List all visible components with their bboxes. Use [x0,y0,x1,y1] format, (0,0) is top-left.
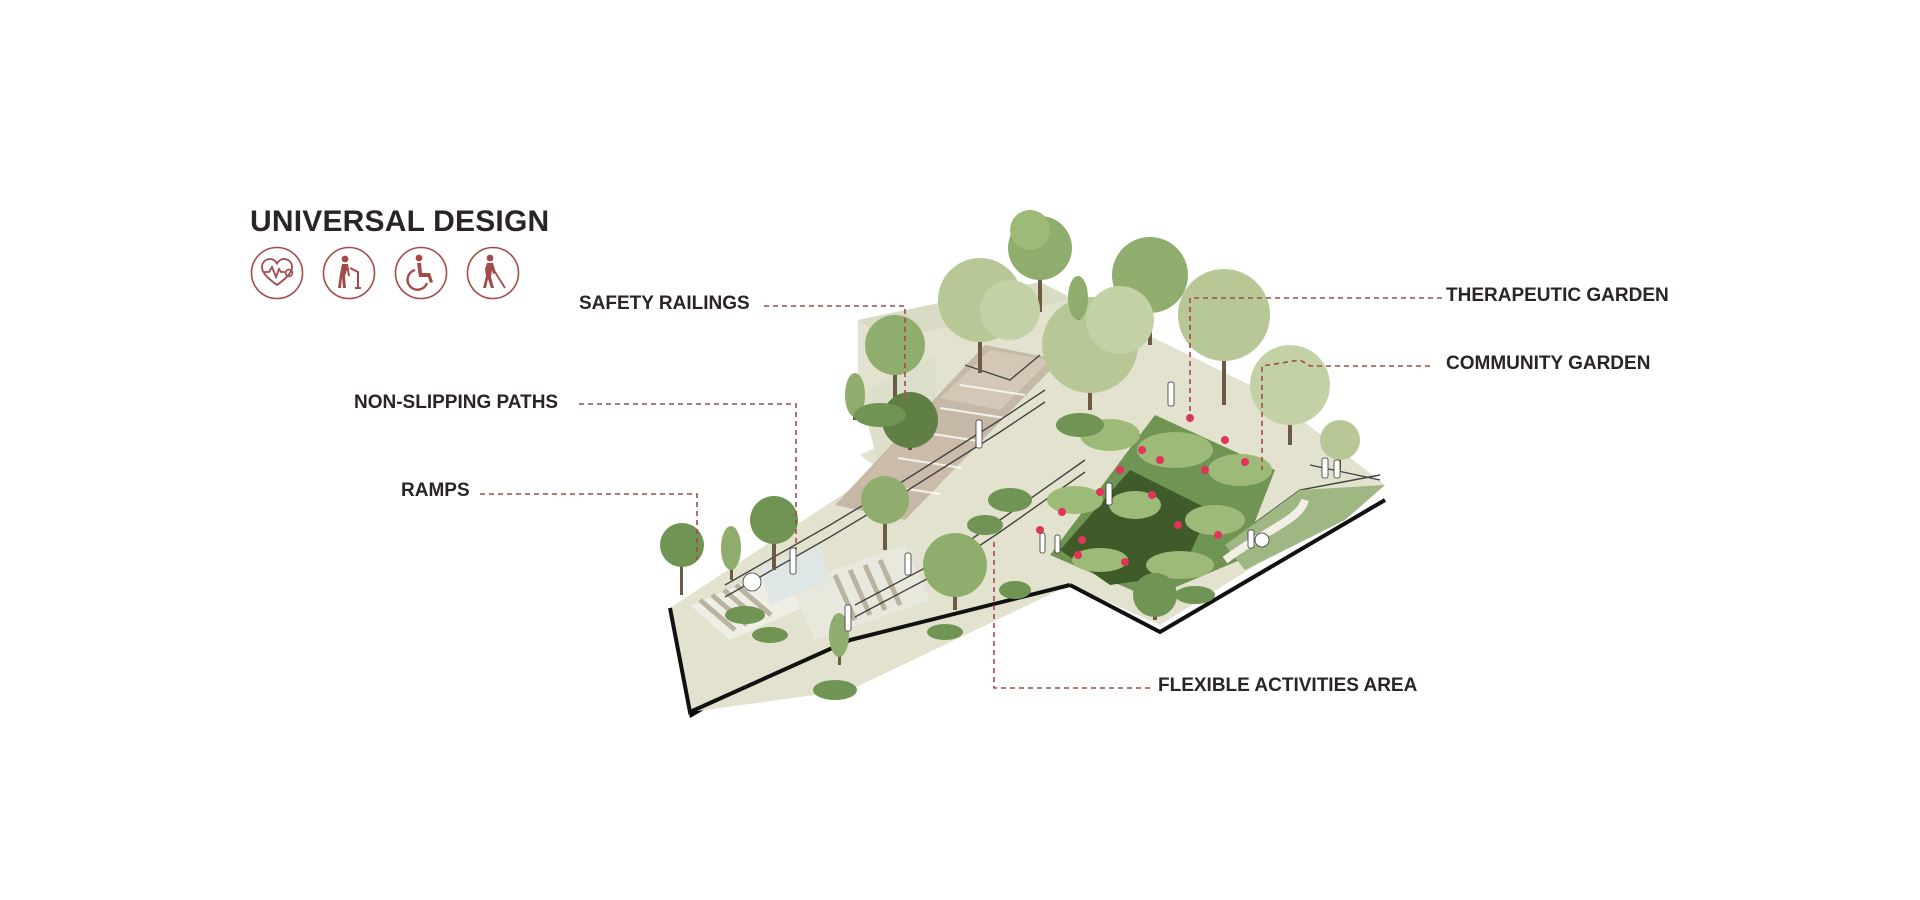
community-garden-bed [1222,485,1385,570]
tree [1178,269,1270,405]
tree [829,613,849,665]
leader-safety-railings [764,305,906,400]
leader-lines [480,297,1442,689]
tree [865,315,925,400]
callout-non-slipping-paths: NON-SLIPPING PATHS [354,392,559,413]
leader-flexible-activities-area [993,540,1150,689]
leader-non-slipping-paths [579,403,797,550]
callout-flexible-activities-area: FLEXIBLE ACTIVITIES AREA [1158,675,1418,696]
blind-cane-icon [466,246,520,300]
tree [721,526,741,580]
elderly-walker-icon [322,246,376,300]
tree [1320,420,1360,470]
flowers [1036,414,1249,566]
tree [938,258,1040,373]
callout-ramps: RAMPS [401,480,470,501]
leader-ramps [480,493,698,560]
callout-safety-railings: SAFETY RAILINGS [579,293,750,314]
tree [1008,210,1072,312]
ramps [690,545,930,640]
tree [660,523,704,595]
tree [1068,276,1088,320]
people [742,381,1341,632]
callout-community-garden: COMMUNITY GARDEN [1446,353,1651,374]
trees [660,210,1360,700]
leader-therapeutic-garden [1189,297,1442,420]
shrubs [725,403,1215,700]
therapeutic-garden-bed [1036,414,1275,598]
tree [861,476,909,550]
diagram-title: UNIVERSAL DESIGN [250,205,550,238]
tree [1133,573,1177,620]
callout-therapeutic-garden: THERAPEUTIC GARDEN [1446,285,1669,306]
tree [845,373,865,420]
icon-row [250,246,520,300]
tree [1042,286,1154,410]
heart-health-icon [250,246,304,300]
tree [923,533,987,610]
wheelchair-icon [394,246,448,300]
tree [750,496,798,570]
